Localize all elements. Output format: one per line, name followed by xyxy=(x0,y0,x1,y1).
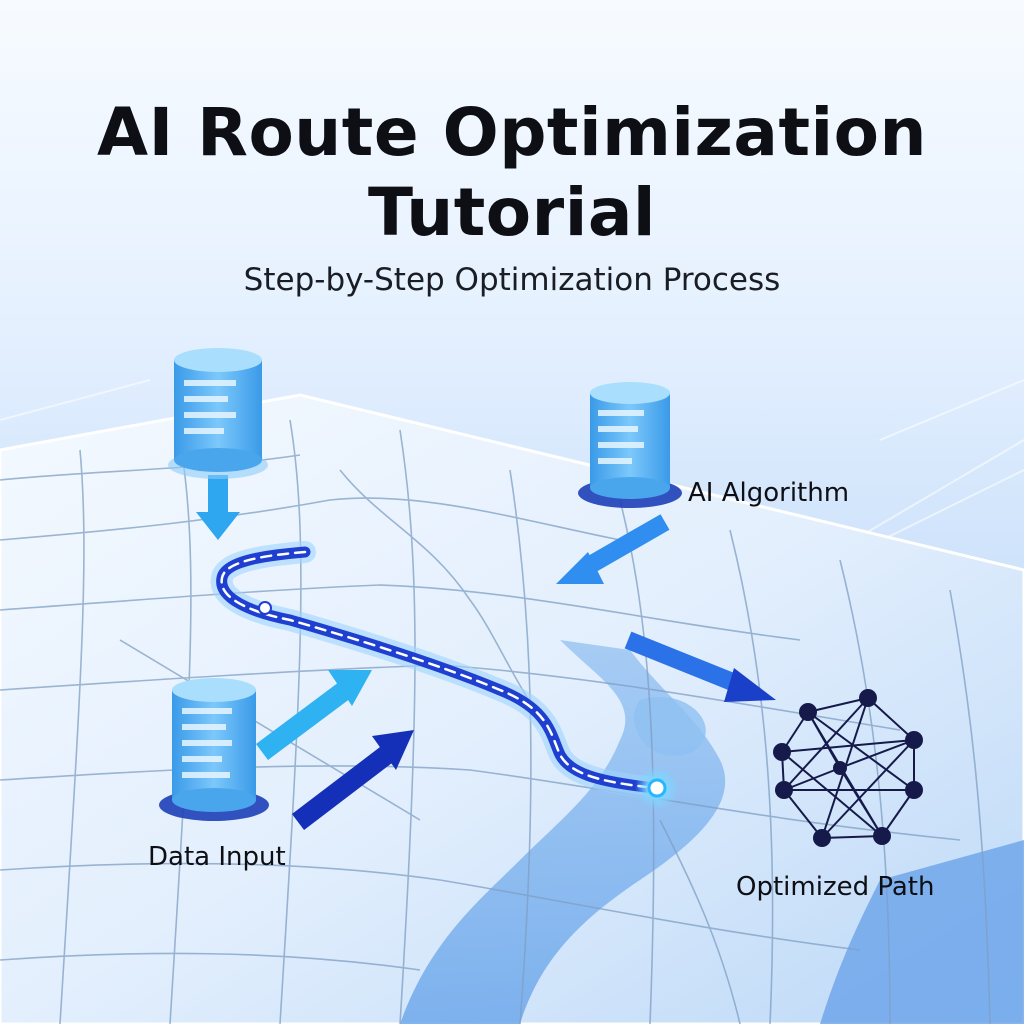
database-icon xyxy=(578,382,682,508)
page-title-line2: Tutorial xyxy=(368,174,656,251)
city-map-icon xyxy=(0,393,1024,1024)
bay xyxy=(820,840,1024,1024)
page-subtitle: Step-by-Step Optimization Process xyxy=(243,262,781,298)
database-icon xyxy=(168,348,268,479)
page-title-line1: AI Route Optimization xyxy=(97,94,927,171)
arrow-route-to-network xyxy=(624,631,776,702)
arrow-top-data-down xyxy=(196,475,240,540)
network-graph-icon xyxy=(773,689,923,847)
route-start-node xyxy=(258,601,272,615)
database-icon xyxy=(159,678,269,821)
label-optimized-path: Optimized Path xyxy=(736,872,935,902)
arrow-algorithm-to-route xyxy=(556,514,670,584)
label-data-input: Data Input xyxy=(148,842,286,872)
route-end-node xyxy=(647,778,667,798)
arrow-data-input-up xyxy=(256,670,372,761)
label-ai-algorithm: AI Algorithm xyxy=(688,478,850,508)
optimized-route xyxy=(210,541,679,810)
arrow-data-input-dark xyxy=(291,730,414,830)
